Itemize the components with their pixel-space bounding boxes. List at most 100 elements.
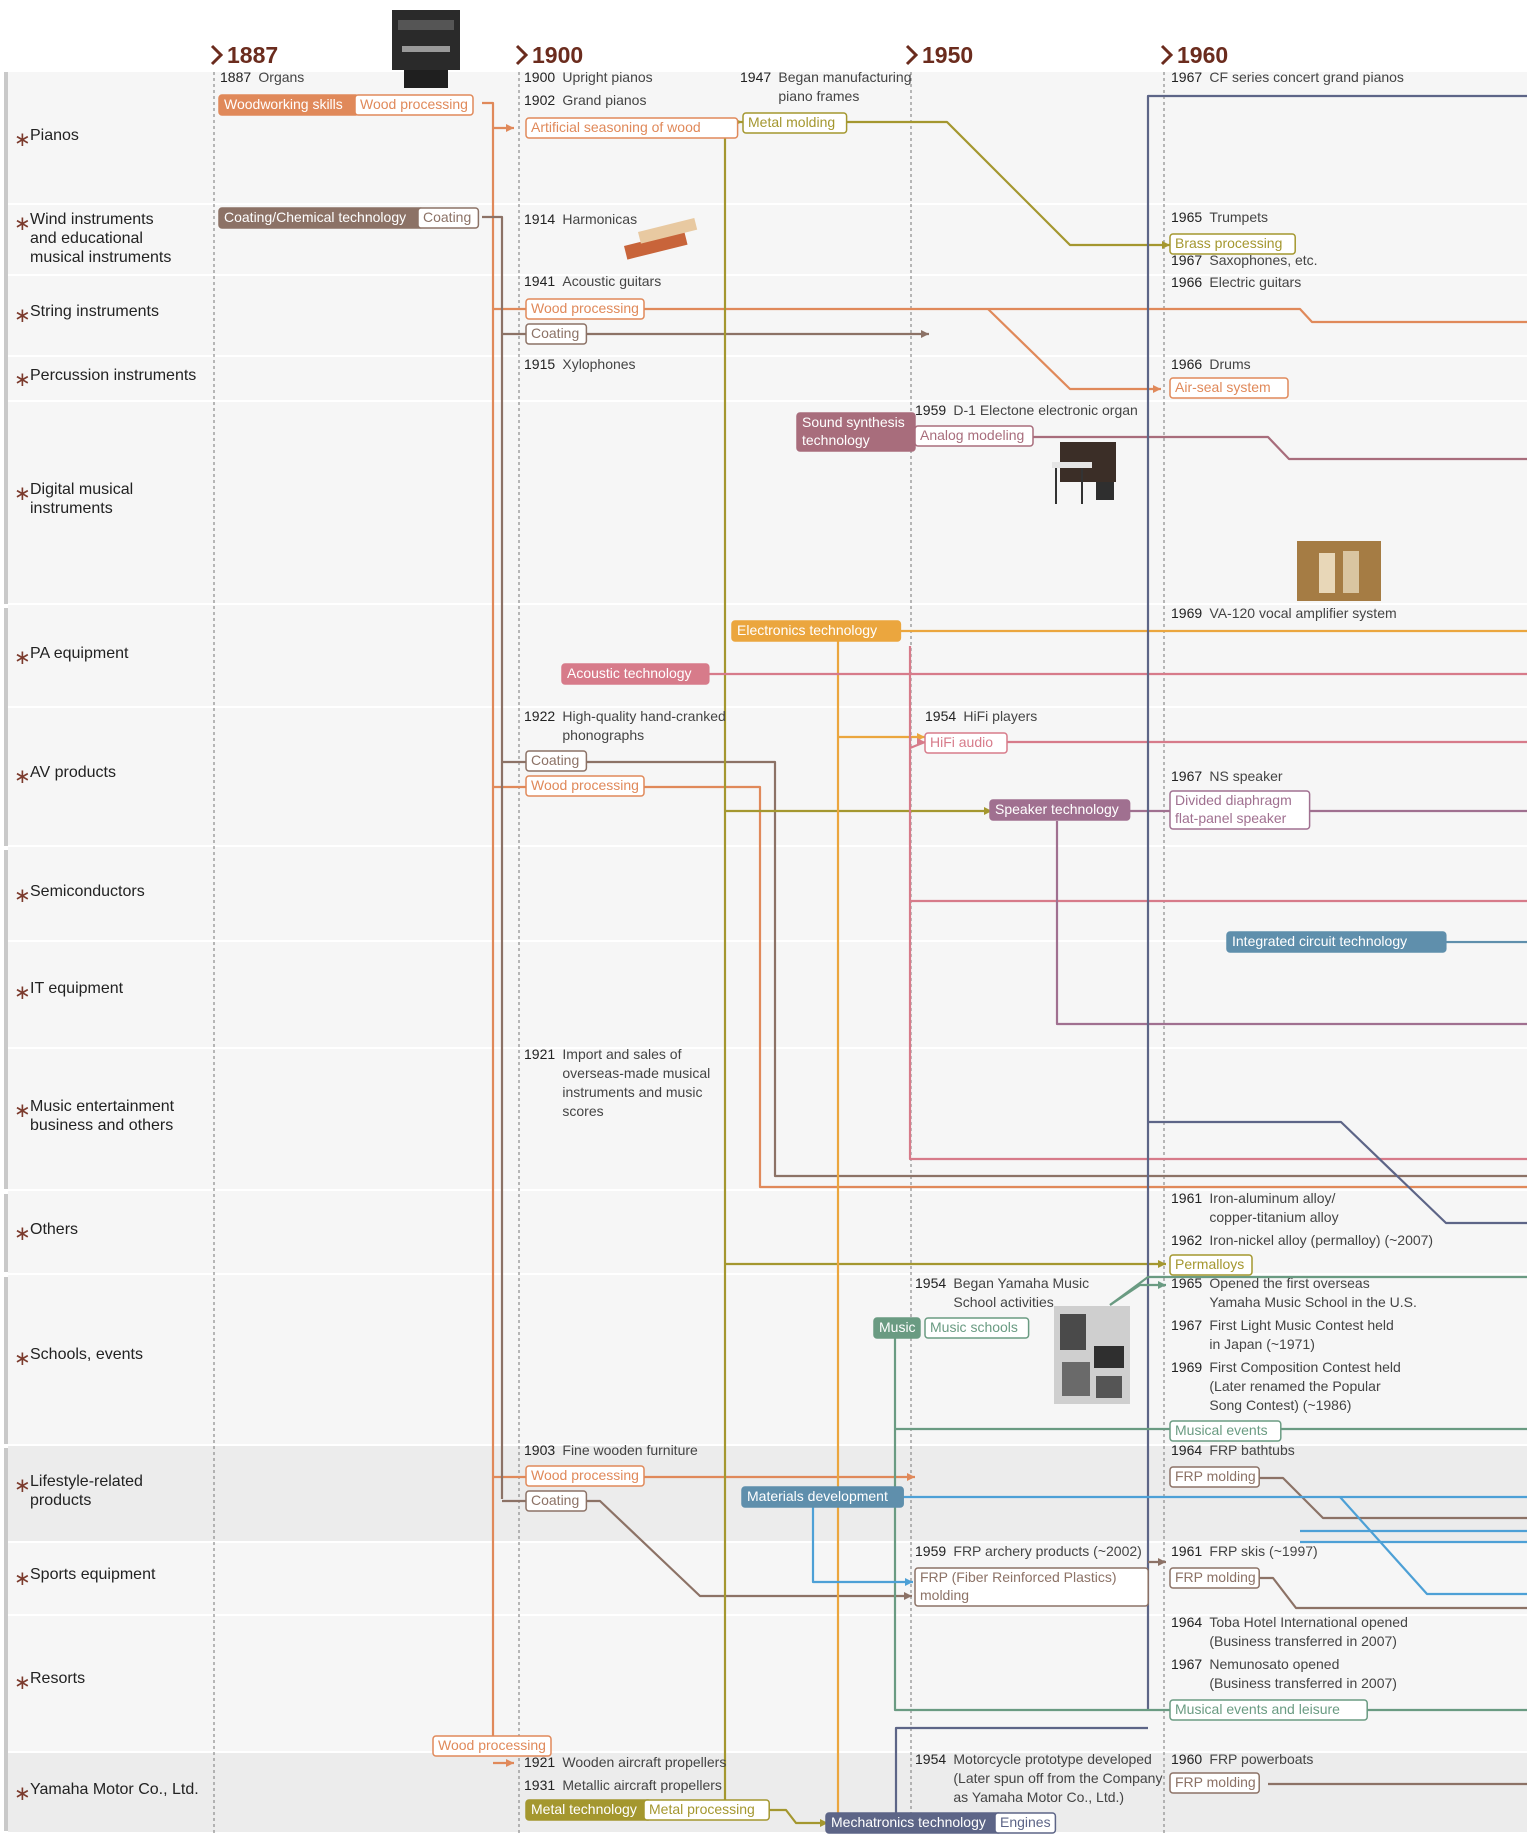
event-description: FRP archery products (~2002) (953, 1543, 1141, 1559)
tag-label: Metal processing (649, 1801, 755, 1817)
music-school-photo (1054, 1306, 1130, 1404)
connector-line (1109, 1283, 1166, 1306)
event-description: Saxophones, etc. (1209, 252, 1317, 268)
event-year: 1967 (1171, 252, 1202, 268)
tag-box (1169, 1699, 1368, 1721)
category-label: Yamaha Motor Co., Ltd. (30, 1781, 199, 1798)
tag-label: Coating/Chemical technology (224, 209, 406, 225)
event-year: 1914 (524, 211, 555, 227)
event-year: 1941 (524, 273, 555, 289)
tag-box (742, 112, 848, 134)
event-description: (Business transferred in 2007) (1209, 1675, 1397, 1691)
tag-label: FRP molding (1175, 1774, 1256, 1790)
event-year: 1915 (524, 356, 555, 372)
technology-tag: Metal technology (525, 1799, 652, 1821)
connector-arrow-icon (1158, 1558, 1166, 1566)
category-label: Schools, events (30, 1346, 143, 1363)
event-year: 1931 (524, 1777, 555, 1793)
event-description: Fine wooden furniture (562, 1442, 698, 1458)
technology-tag: Musical events and leisure (1169, 1699, 1368, 1721)
tag-label: Metal molding (748, 114, 835, 130)
tag-label: Coating (531, 1492, 579, 1508)
category-bullet-icon: ∗ (14, 982, 31, 1004)
event-description: scores (562, 1103, 603, 1119)
tag-label: Mechatronics technology (831, 1814, 986, 1830)
event-description: Opened the first overseas (1209, 1275, 1369, 1291)
event-description: VA-120 vocal amplifier system (1209, 605, 1396, 621)
event-description: Metallic aircraft propellers (562, 1777, 722, 1793)
background-layer (4, 72, 1527, 1834)
event-description: phonographs (562, 727, 644, 743)
category-row-band (8, 847, 1527, 940)
event-year: 1967 (1171, 768, 1202, 784)
tag-label: Artificial seasoning of wood (531, 119, 701, 135)
category-bullet-icon: ∗ (14, 1568, 31, 1590)
technology-tag: Engines (994, 1812, 1057, 1834)
technology-tag: Coating (525, 323, 588, 345)
connector-line (1339, 1496, 1527, 1596)
category-bullet-icon: ∗ (14, 1100, 31, 1122)
event-description: CF series concert grand pianos (1209, 69, 1404, 85)
category-group-bar (4, 1277, 8, 1444)
connector-line (811, 1506, 913, 1584)
technology-tag: Coating/Chemical technology (218, 207, 425, 229)
connector-line (482, 215, 504, 1499)
connector-arrow-icon (984, 807, 992, 815)
tag-label: Music schools (930, 1319, 1018, 1335)
event-description: instruments and music (562, 1084, 702, 1100)
category-label: Music entertainment (30, 1098, 175, 1115)
category-bullet-icon: ∗ (14, 213, 31, 235)
connector-arrow-icon (1162, 241, 1170, 249)
event-description: Wooden aircraft propellers (562, 1754, 726, 1770)
event-description: Electric guitars (1209, 274, 1301, 290)
event-year: 1903 (524, 1442, 555, 1458)
connector-arrow-icon (820, 1819, 828, 1827)
year-marker-icon (905, 44, 919, 66)
technology-tag: Analog modeling (914, 425, 1034, 447)
event-year: 1954 (915, 1751, 946, 1767)
category-label: Wind instruments (30, 211, 154, 228)
connector-lines (482, 94, 1527, 1827)
tag-box (731, 620, 902, 642)
event-description: FRP bathtubs (1209, 1442, 1294, 1458)
tag-label: Coating (423, 209, 471, 225)
category-bullet-icon: ∗ (14, 369, 31, 391)
tag-label: Air-seal system (1175, 379, 1271, 395)
category-group-bar (4, 72, 8, 604)
event-year: 1967 (1171, 69, 1202, 85)
event-description: Began Yamaha Music (953, 1275, 1089, 1291)
tag-label: HiFi audio (930, 734, 993, 750)
connector-line (493, 307, 1527, 324)
event-description: overseas-made musical (562, 1065, 710, 1081)
tag-label: Coating (531, 325, 579, 341)
year-header: 1887 (227, 42, 278, 68)
tag-label: Coating (531, 752, 579, 768)
event-description: Nemunosato opened (1209, 1656, 1339, 1672)
event-description: Toba Hotel International opened (1209, 1614, 1407, 1630)
event-description: FRP skis (~1997) (1209, 1543, 1317, 1559)
tag-label: Wood processing (360, 96, 468, 112)
event-description: Acoustic guitars (562, 273, 661, 289)
category-bullet-icon: ∗ (14, 1672, 31, 1694)
event-year: 1900 (524, 69, 555, 85)
technology-tag: FRP (Fiber Reinforced Plastics)molding (914, 1567, 1149, 1607)
electone-photo (1052, 442, 1116, 504)
event-year: 1966 (1171, 274, 1202, 290)
event-year: 1962 (1171, 1232, 1202, 1248)
event-description: in Japan (~1971) (1209, 1336, 1314, 1352)
category-bullet-icon: ∗ (14, 305, 31, 327)
technology-tag: Coating (525, 1490, 588, 1512)
technology-tag: HiFi audio (924, 732, 1008, 754)
technology-tag: Air-seal system (1169, 377, 1289, 399)
tag-box (1226, 931, 1447, 953)
tag-label: FRP molding (1175, 1468, 1256, 1484)
category-label: Semiconductors (30, 883, 145, 900)
event-description: Trumpets (1209, 209, 1268, 225)
tag-box (1169, 790, 1311, 830)
technology-tag: Wood processing (354, 94, 474, 116)
category-bullet-icon: ∗ (14, 1223, 31, 1245)
event-year: 1964 (1171, 1614, 1202, 1630)
connector-arrow-icon (921, 330, 929, 338)
technology-tag: Wood processing (525, 775, 645, 797)
